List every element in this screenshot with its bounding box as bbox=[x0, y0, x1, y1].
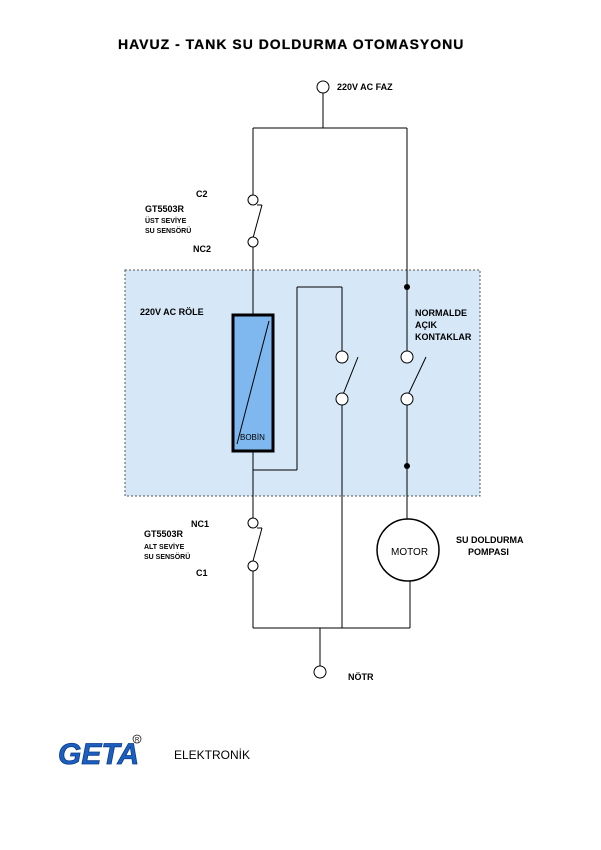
lower-sensor-terminal-top: NC1 bbox=[191, 519, 209, 529]
motor-contact-top bbox=[400, 350, 414, 364]
motor-symbol bbox=[376, 518, 440, 582]
lower-sensor-terminal-bottom: C1 bbox=[196, 568, 208, 578]
page-title: HAVUZ - TANK SU DOLDURMA OTOMASYONU bbox=[118, 36, 465, 52]
contacts-label-2: AÇIK bbox=[415, 320, 437, 330]
lower-sensor-contact-bottom bbox=[247, 560, 259, 572]
upper-sensor-desc-2: SU SENSÖRÜ bbox=[145, 226, 191, 235]
brand-subtitle: ELEKTRONİK bbox=[174, 748, 251, 762]
neutral-terminal bbox=[313, 665, 327, 679]
relay-label: 220V AC RÖLE bbox=[140, 307, 204, 317]
motor-desc-2: POMPASI bbox=[468, 547, 509, 557]
coil-label: BOBİN bbox=[240, 433, 265, 442]
neutral-label: NÖTR bbox=[348, 672, 374, 682]
motor-label: MOTOR bbox=[391, 547, 428, 558]
geta-logo: GETA R bbox=[58, 734, 142, 769]
lower-sensor-desc-2: SU SENSÖRÜ bbox=[144, 552, 190, 561]
lower-sensor-model: GT5503R bbox=[144, 529, 184, 539]
lower-sensor-desc-1: ALT SEVİYE bbox=[144, 543, 185, 551]
contacts-label-3: KONTAKLAR bbox=[415, 332, 472, 342]
motor-contact-bottom bbox=[400, 392, 414, 406]
registered-mark: R bbox=[135, 738, 140, 744]
holding-contact-top bbox=[335, 350, 349, 364]
junction-dot-top bbox=[404, 284, 410, 290]
holding-contact-bottom bbox=[335, 392, 349, 406]
motor-desc-1: SU DOLDURMA bbox=[456, 535, 524, 545]
junction-dot-motor bbox=[404, 463, 410, 469]
phase-terminal bbox=[316, 80, 330, 94]
lower-sensor-contact-top bbox=[247, 517, 259, 529]
logo-text: GETA bbox=[58, 738, 139, 769]
upper-sensor-desc-1: ÜST SEVİYE bbox=[145, 216, 187, 225]
contacts-label-1: NORMALDE bbox=[415, 308, 467, 318]
upper-sensor-terminal-bottom: NC2 bbox=[193, 244, 211, 254]
upper-sensor-contact-bottom bbox=[247, 236, 259, 248]
upper-sensor-contact-top bbox=[247, 194, 259, 206]
upper-sensor-model: GT5503R bbox=[145, 204, 185, 214]
upper-sensor-terminal-top: C2 bbox=[196, 189, 208, 199]
relay-box bbox=[124, 269, 481, 497]
phase-label: 220V AC FAZ bbox=[337, 82, 393, 92]
